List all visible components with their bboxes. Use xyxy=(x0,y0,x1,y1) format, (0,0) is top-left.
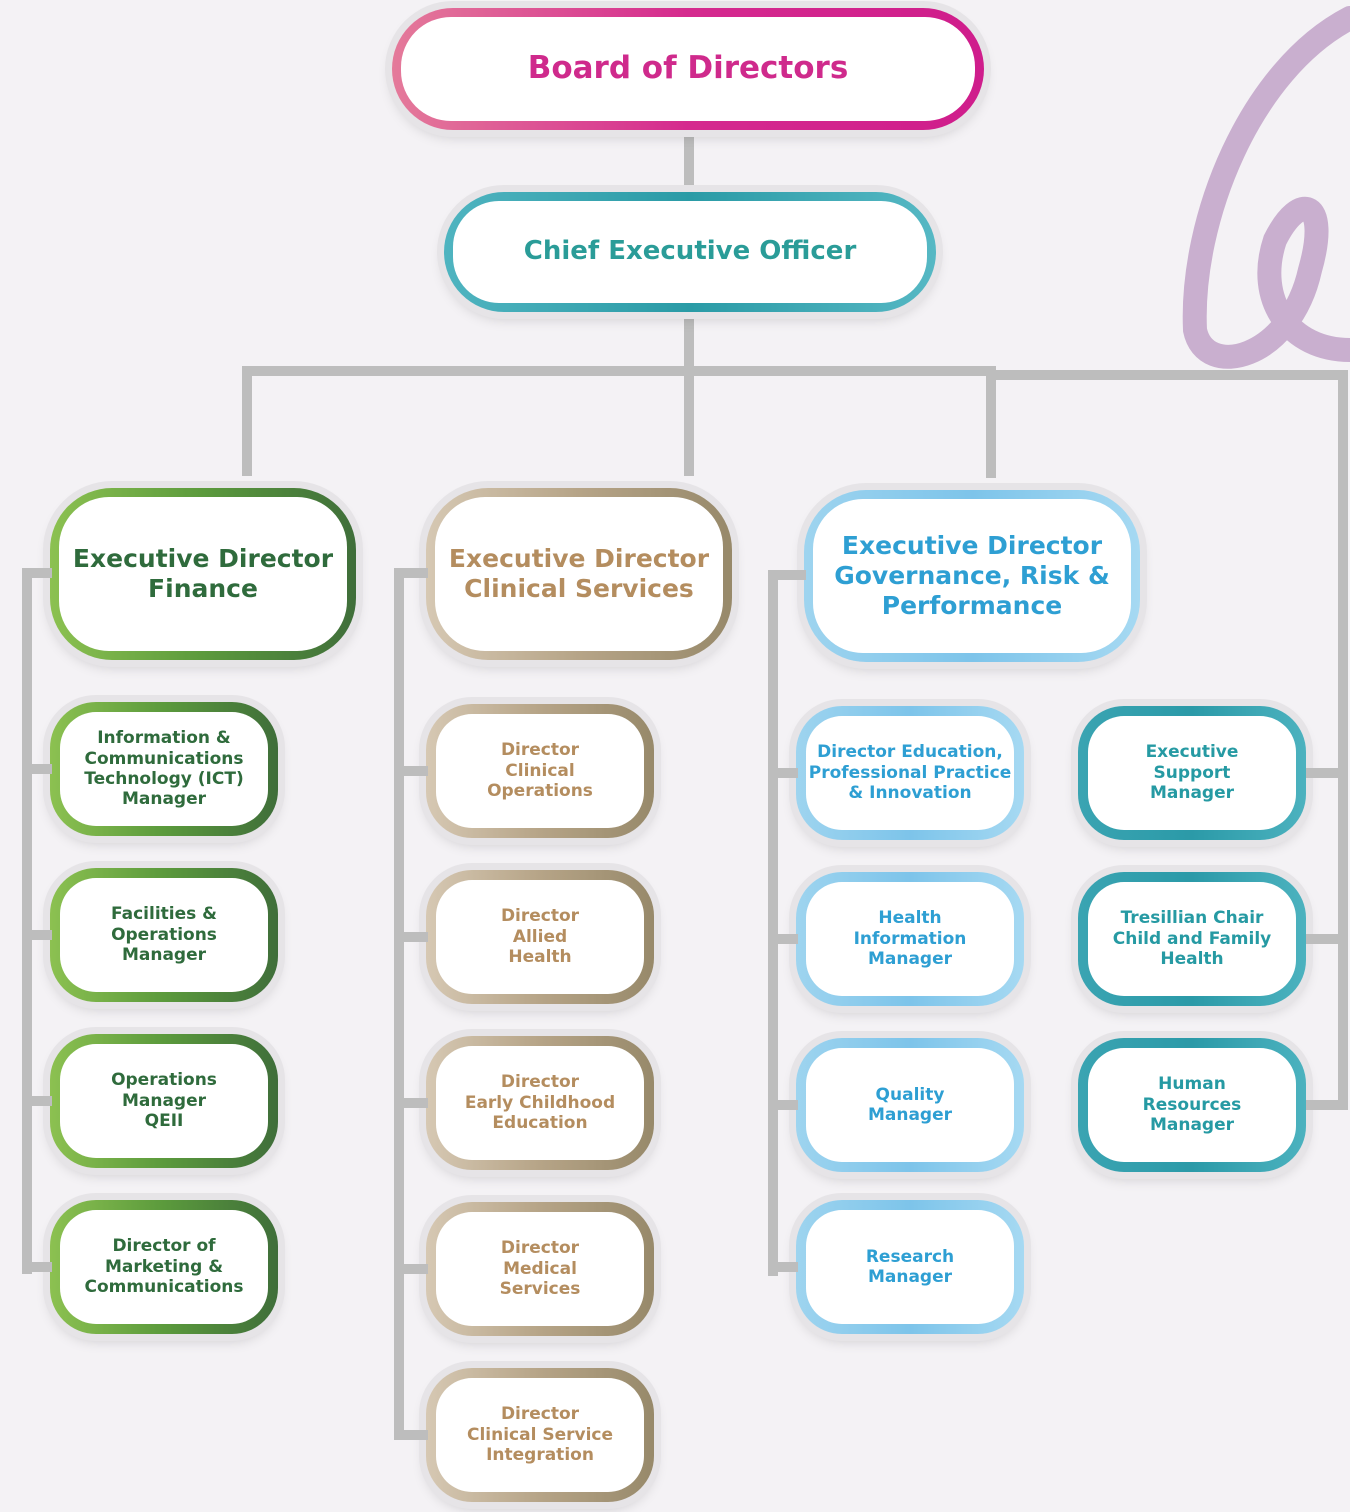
clinical-report-3: Director Medical Services xyxy=(426,1202,654,1336)
connector-clinical-branch-1 xyxy=(394,932,428,942)
connector-finance-drop xyxy=(242,366,252,476)
connector-ceo-trunk xyxy=(684,316,694,476)
connector-finance-spine xyxy=(22,568,32,1274)
ceo-direct-report-0: Executive Support Manager xyxy=(1078,706,1306,840)
finance-report-3: Director of Marketing & Communications xyxy=(50,1200,278,1334)
connector-governance-branch-3 xyxy=(768,1262,798,1272)
governance-report-1-label: Health Information Manager xyxy=(806,882,1014,996)
finance-director-node: Executive Director Finance xyxy=(50,488,356,660)
ceo-direct-report-2: Human Resources Manager xyxy=(1078,1038,1306,1172)
clinical-director-node: Executive Director Clinical Services xyxy=(426,488,732,660)
finance-report-1: Facilities & Operations Manager xyxy=(50,868,278,1002)
connector-clinical-branch-4 xyxy=(394,1430,428,1440)
connector-governance-branch-0 xyxy=(768,768,798,778)
connector-governance-branch-2 xyxy=(768,1100,798,1110)
clinical-report-2: Director Early Childhood Education xyxy=(426,1036,654,1170)
connector-ceo-direct-branch-0 xyxy=(1306,768,1348,778)
finance-report-3-label: Director of Marketing & Communications xyxy=(60,1210,268,1324)
finance-director-node-label: Executive Director Finance xyxy=(59,497,347,651)
board-node-label: Board of Directors xyxy=(401,17,975,121)
ceo-direct-report-0-label: Executive Support Manager xyxy=(1088,716,1296,830)
connector-finance-branch-2 xyxy=(22,1096,52,1106)
clinical-report-4: Director Clinical Service Integration xyxy=(426,1368,654,1502)
governance-report-3-label: Research Manager xyxy=(806,1210,1014,1324)
clinical-report-2-label: Director Early Childhood Education xyxy=(436,1046,644,1160)
ceo-node: Chief Executive Officer xyxy=(444,192,936,312)
connector-ceo-direct-branch-2 xyxy=(1306,1100,1348,1110)
connector-finance-branch-0 xyxy=(22,764,52,774)
clinical-director-node-label: Executive Director Clinical Services xyxy=(435,497,723,651)
ceo-direct-report-1: Tresillian Chair Child and Family Health xyxy=(1078,872,1306,1006)
connector-finance-branch-1 xyxy=(22,930,52,940)
clinical-report-3-label: Director Medical Services xyxy=(436,1212,644,1326)
connector-board-ceo xyxy=(684,130,694,190)
connector-governance-stub xyxy=(768,570,806,580)
clinical-report-1-label: Director Allied Health xyxy=(436,880,644,994)
connector-finance-branch-3 xyxy=(22,1262,52,1272)
connector-clinical-branch-3 xyxy=(394,1264,428,1274)
governance-director-node: Executive Director Governance, Risk & Pe… xyxy=(804,490,1140,662)
governance-report-2-label: Quality Manager xyxy=(806,1048,1014,1162)
governance-report-2: Quality Manager xyxy=(796,1038,1024,1172)
ceo-direct-report-2-label: Human Resources Manager xyxy=(1088,1048,1296,1162)
board-node: Board of Directors xyxy=(392,8,984,130)
connector-governance-branch-1 xyxy=(768,934,798,944)
governance-report-3: Research Manager xyxy=(796,1200,1024,1334)
clinical-report-0-label: Director Clinical Operations xyxy=(436,714,644,828)
connector-clinical-branch-0 xyxy=(394,766,428,776)
ceo-direct-report-1-label: Tresillian Chair Child and Family Health xyxy=(1088,882,1296,996)
finance-report-1-label: Facilities & Operations Manager xyxy=(60,878,268,992)
finance-report-2-label: Operations Manager QEII xyxy=(60,1044,268,1158)
connector-clinical-spine xyxy=(394,568,404,1438)
clinical-report-4-label: Director Clinical Service Integration xyxy=(436,1378,644,1492)
connector-clinical-branch-2 xyxy=(394,1098,428,1108)
connector-clinical-stub xyxy=(394,568,428,578)
connector-main-horizontal xyxy=(242,366,996,376)
connector-right-vertical xyxy=(1338,370,1348,1108)
governance-report-0: Director Education, Professional Practic… xyxy=(796,706,1024,840)
connector-governance-spine xyxy=(768,570,778,1276)
connector-right-horizontal xyxy=(988,370,1348,380)
finance-report-0: Information & Communications Technology … xyxy=(50,702,278,836)
connector-finance-stub xyxy=(22,568,52,578)
governance-report-0-label: Director Education, Professional Practic… xyxy=(806,716,1014,830)
connector-governance-drop xyxy=(986,366,996,478)
finance-report-0-label: Information & Communications Technology … xyxy=(60,712,268,826)
clinical-report-0: Director Clinical Operations xyxy=(426,704,654,838)
governance-director-node-label: Executive Director Governance, Risk & Pe… xyxy=(813,499,1131,653)
clinical-report-1: Director Allied Health xyxy=(426,870,654,1004)
ceo-node-label: Chief Executive Officer xyxy=(453,201,927,303)
finance-report-2: Operations Manager QEII xyxy=(50,1034,278,1168)
governance-report-1: Health Information Manager xyxy=(796,872,1024,1006)
connector-ceo-direct-branch-1 xyxy=(1306,934,1348,944)
